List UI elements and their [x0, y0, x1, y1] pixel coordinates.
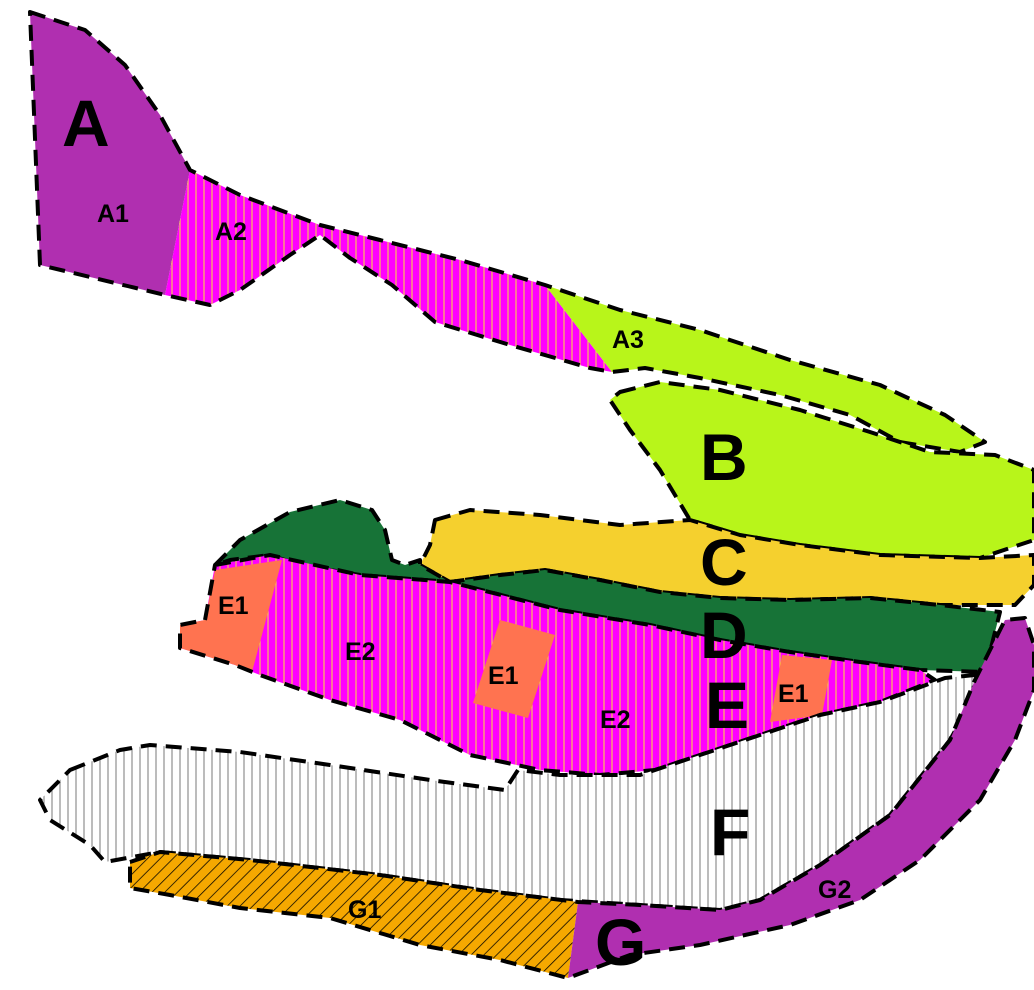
label-e2-left: E2: [345, 638, 376, 666]
label-b: B: [700, 420, 748, 494]
label-d: D: [700, 598, 748, 672]
label-f: F: [710, 795, 750, 869]
region-e1-right: [770, 655, 832, 722]
region-b: [608, 380, 1034, 560]
label-c: C: [700, 525, 748, 599]
region-g-outline: [128, 616, 1034, 980]
label-e1-left: E1: [218, 592, 249, 620]
region-g: [128, 616, 1034, 980]
region-e1-middle: [473, 620, 555, 718]
label-a: A: [62, 86, 110, 160]
region-a1: [30, 12, 190, 295]
region-e-outline: [178, 553, 937, 777]
region-labels: A A1 A2 A3 B C D E E1 E2 E1 E2 E1 F G G1…: [62, 86, 851, 979]
region-d-shape: [213, 498, 1002, 674]
label-a1: A1: [97, 200, 129, 228]
region-g2: [568, 618, 1034, 978]
label-a2: A2: [215, 218, 247, 246]
label-e1-middle: E1: [488, 662, 519, 690]
label-a3: A3: [612, 326, 644, 354]
label-e2-right: E2: [600, 706, 631, 734]
label-g1: G1: [348, 896, 381, 924]
region-e1-left: [180, 560, 282, 672]
region-b-shape: [608, 380, 1034, 560]
label-g2: G2: [818, 876, 851, 904]
region-d: [213, 498, 1002, 674]
region-a: [28, 10, 987, 454]
region-a3: [545, 285, 985, 452]
region-a2: [165, 170, 612, 372]
label-e: E: [705, 668, 749, 742]
region-a-outline: [28, 10, 987, 454]
label-e1-right: E1: [778, 680, 809, 708]
label-g: G: [595, 905, 646, 979]
region-e: [178, 553, 937, 777]
region-g1: [130, 852, 578, 978]
region-e2: [180, 555, 935, 775]
